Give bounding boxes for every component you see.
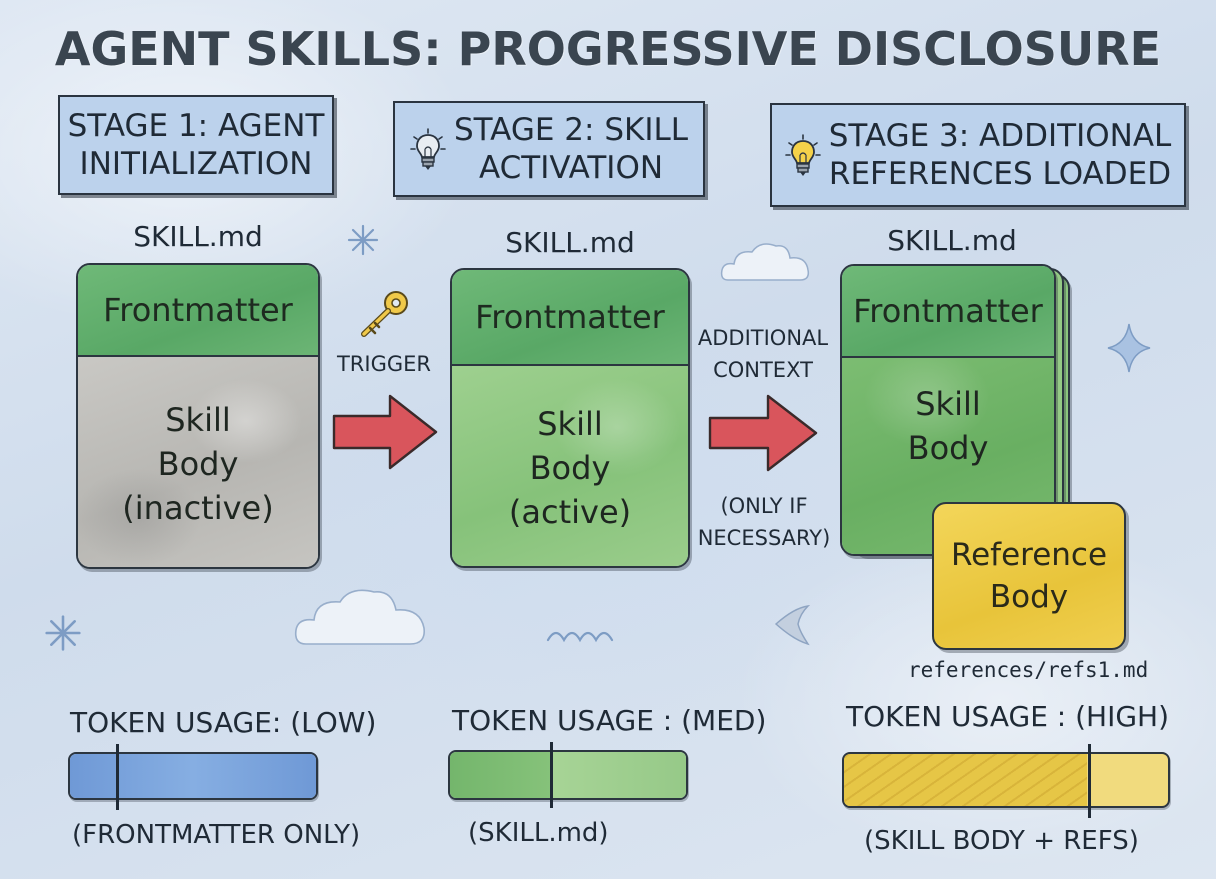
token-usage-marker [116, 744, 119, 810]
skill-body-section: Skill Body (active) [452, 366, 688, 566]
cloud-icon [294, 589, 426, 645]
lightbulb-on-icon [784, 134, 821, 176]
stage-1-label: STAGE 1: AGENT INITIALIZATION [67, 108, 325, 182]
skill-card-inactive: Frontmatter Skill Body (inactive) [76, 263, 320, 569]
token-usage-bar-med [448, 750, 688, 800]
star-icon [1107, 323, 1151, 373]
token-usage-caption: (SKILL BODY + REFS) [864, 826, 1139, 856]
skill-file-label: SKILL.md [887, 224, 1017, 257]
arrow-right-icon [332, 394, 438, 470]
token-usage-marker [550, 742, 553, 808]
stage-3-header: STAGE 3: ADDITIONAL REFERENCES LOADED [770, 103, 1186, 207]
token-usage-fill [70, 754, 316, 798]
stage-2-header: STAGE 2: SKILL ACTIVATION [393, 101, 705, 197]
arrow-right-icon [708, 394, 818, 472]
token-usage-label: TOKEN USAGE : (MED) [452, 704, 767, 737]
sparkle-icon [347, 224, 379, 256]
stage-2-label: STAGE 2: SKILL ACTIVATION [453, 112, 689, 186]
stage-3-label: STAGE 3: ADDITIONAL REFERENCES LOADED [828, 118, 1172, 192]
page-title: AGENT SKILLS: PROGRESSIVE DISCLOSURE [54, 22, 1162, 76]
token-usage-caption: (FRONTMATTER ONLY) [72, 820, 361, 850]
token-usage-caption: (SKILL.md) [468, 818, 609, 848]
token-usage-bar-low [68, 752, 318, 800]
lightbulb-off-icon [410, 128, 446, 170]
stage-1-header: STAGE 1: AGENT INITIALIZATION [58, 95, 334, 195]
skill-file-label: SKILL.md [505, 226, 635, 259]
only-if-necessary-label: (ONLY IF NECESSARY) [697, 494, 831, 550]
frontmatter-section: Frontmatter [78, 265, 318, 357]
cloud-icon [720, 243, 810, 281]
skill-file-label: SKILL.md [133, 220, 263, 253]
token-usage-fill [844, 754, 1087, 806]
frontmatter-section: Frontmatter [842, 266, 1054, 358]
token-usage-bar-high [842, 752, 1170, 808]
token-usage-label: TOKEN USAGE : (HIGH) [846, 700, 1170, 733]
key-icon [361, 291, 408, 337]
frontmatter-section: Frontmatter [452, 270, 688, 366]
skill-card-active: Frontmatter Skill Body (active) [450, 268, 690, 568]
token-usage-label: TOKEN USAGE: (LOW) [70, 706, 377, 739]
token-usage-marker [1088, 744, 1091, 818]
token-usage-fill [450, 752, 686, 798]
squiggle-icon [546, 631, 614, 643]
skill-body-section: Skill Body (inactive) [78, 357, 318, 567]
reference-file-path: references/refs1.md [908, 658, 1149, 682]
reference-body-card: Reference Body [932, 502, 1126, 650]
chevron-left-icon [774, 604, 811, 646]
trigger-label: TRIGGER [336, 352, 432, 376]
sparkle-icon [45, 615, 81, 651]
additional-context-label: ADDITIONAL CONTEXT [697, 326, 829, 382]
